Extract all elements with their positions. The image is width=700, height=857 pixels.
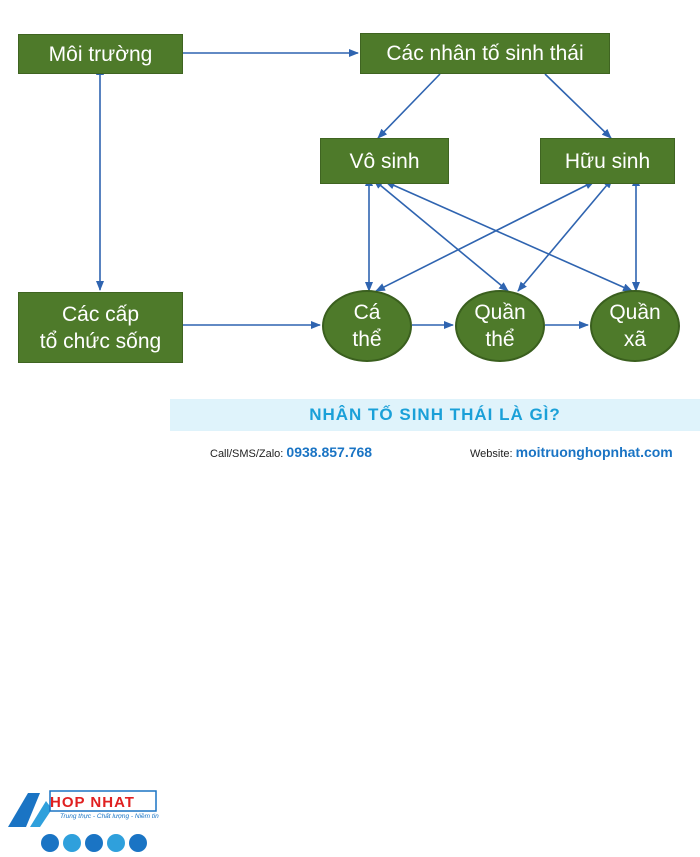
arrow-factors-huusinh [544,73,612,139]
diagram-area: Môi trường Các nhân tố sinh thái Vô sinh… [0,0,700,393]
website-label: Website: [470,448,513,460]
node-cac-cap-to-chuc-song: Các cấp tổ chức sống [18,292,183,363]
node-ca-the-line1: Cá [353,301,381,324]
node-cac-nhan-to-label: Các nhân tố sinh thái [386,42,584,65]
node-quan-the: Quần thể [455,290,545,362]
arrow-factors-vosinh [377,73,441,139]
node-vo-sinh-label: Vô sinh [349,149,420,173]
node-quan-the-line1: Quần [474,301,526,324]
logo-text: HOP NHAT [50,794,135,811]
node-quan-the-line2: thể [485,328,515,351]
node-ca-the-line2: thể [352,328,382,351]
website-info: Website: moitruonghopnhat.com [470,444,673,460]
node-ca-the: Cá thể [322,290,412,362]
node-cac-cap-line1: Các cấp [61,302,140,326]
node-huu-sinh-label: Hữu sinh [564,149,651,173]
node-cac-nhan-to-sinh-thai: Các nhân tố sinh thái [360,33,610,74]
company-logo: HOP NHAT Trung thực - Chất lượng - Niềm … [6,789,166,857]
arrow-vosinh-quanxa [384,181,633,292]
logo-slogan: Trung thực - Chất lượng - Niềm tin [60,813,159,820]
page-title: NHÂN TỐ SINH THÁI LÀ GÌ? [309,405,561,424]
phone-number[interactable]: 0938.857.768 [286,444,373,460]
title-bar: NHÂN TỐ SINH THÁI LÀ GÌ? [170,399,700,431]
contact-label: Call/SMS/Zalo: [210,448,284,460]
arrow-huusinh-quanthe [517,178,613,292]
node-quan-xa-line2: xã [623,328,647,351]
website-link[interactable]: moitruonghopnhat.com [515,444,673,460]
node-quan-xa: Quần xã [590,290,680,362]
contact-info: Call/SMS/Zalo: 0938.857.768 [210,444,372,460]
arrow-huusinh-cathe [375,180,596,292]
node-vo-sinh: Vô sinh [320,138,449,184]
arrow-vosinh-quanthe [373,179,509,292]
node-moi-truong-label: Môi trường [48,42,153,66]
node-huu-sinh: Hữu sinh [540,138,675,184]
node-moi-truong: Môi trường [18,34,183,74]
node-cac-cap-line2: tổ chức sống [39,329,162,353]
node-quan-xa-line1: Quần [609,301,661,324]
diagram-arrows [96,49,640,329]
footer: HOP NHAT Trung thực - Chất lượng - Niềm … [0,393,700,852]
